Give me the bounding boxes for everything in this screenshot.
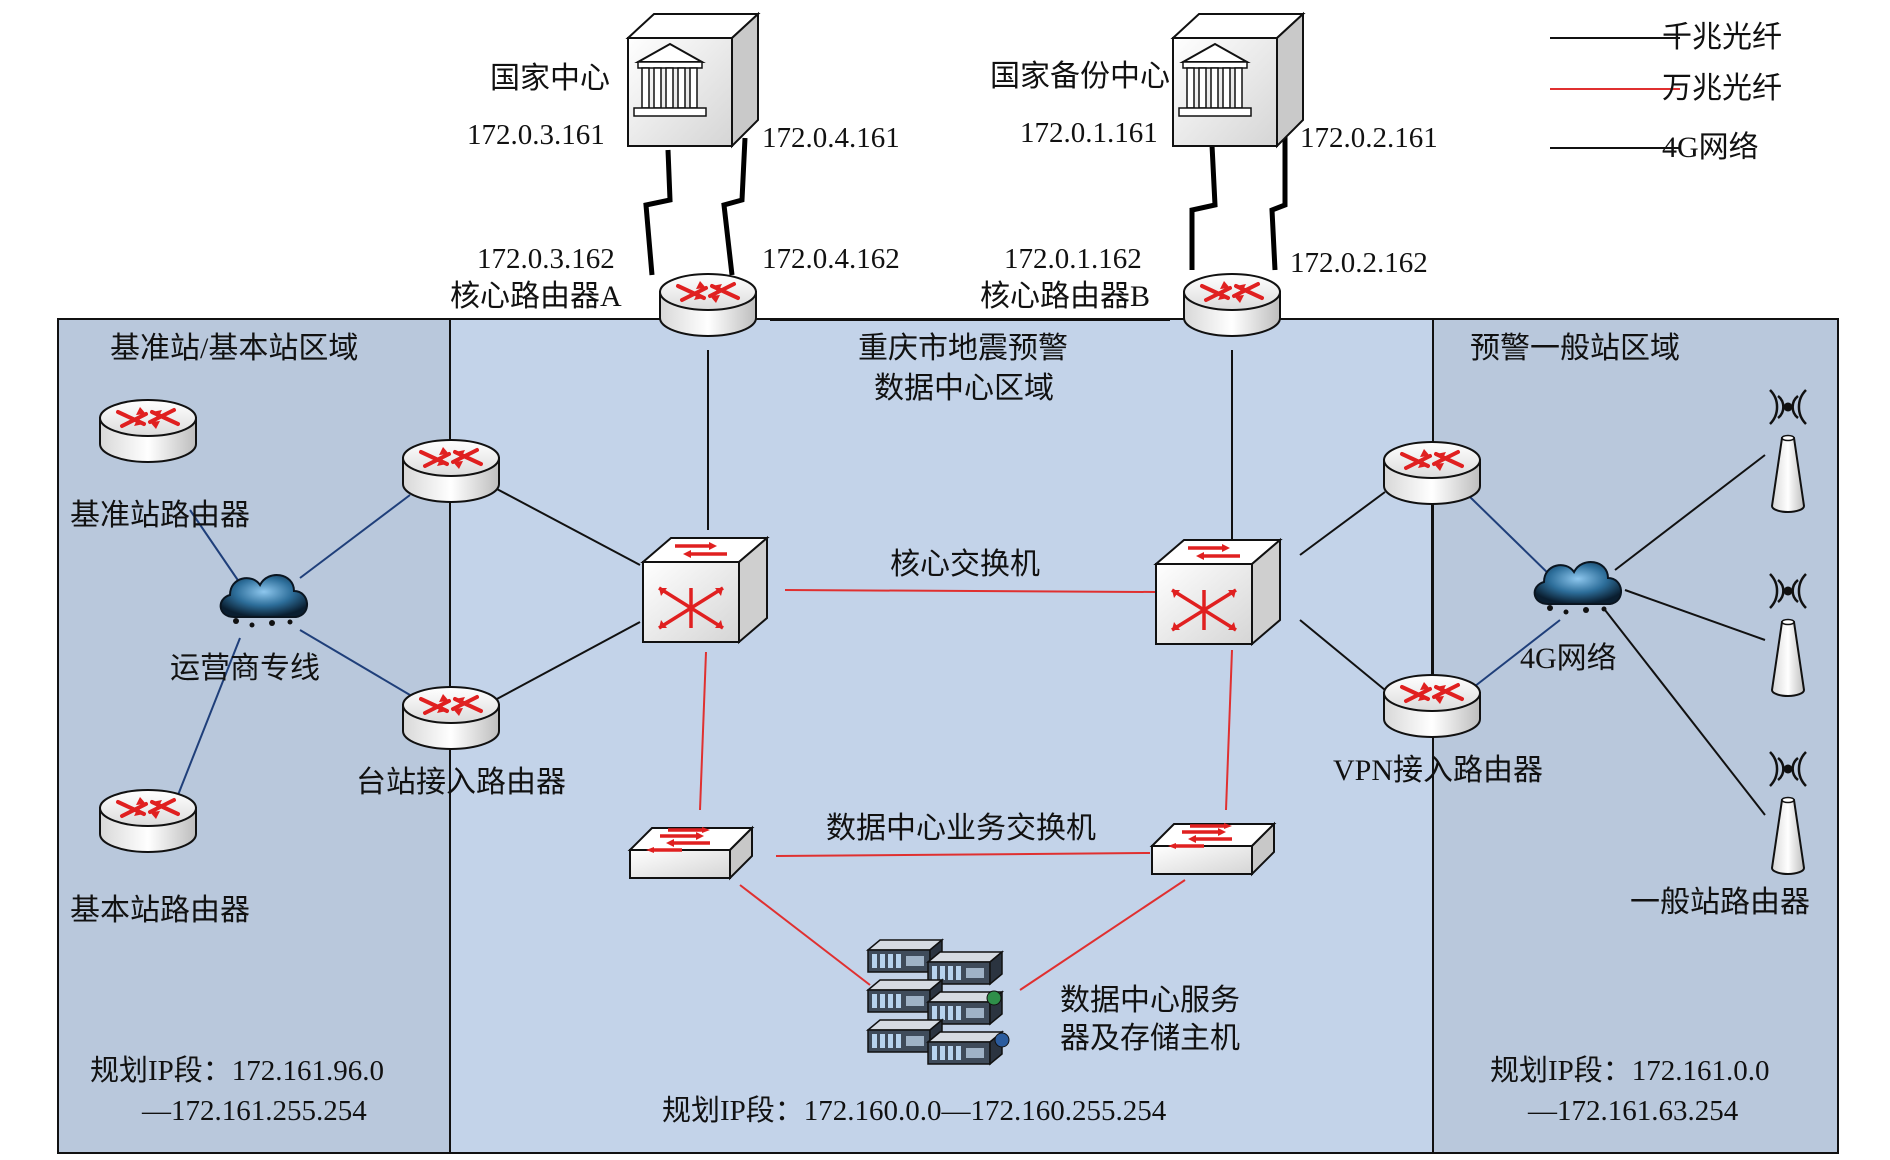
link-basic-cloud (177, 637, 241, 796)
zone-right (1432, 318, 1839, 1154)
link-vpn-top-4g (1469, 496, 1556, 581)
legend: 千兆光纤 万兆光纤 4G网络 (1550, 21, 1782, 164)
gigabit-links (449, 319, 1766, 816)
zone-left-title: 基准站/基本站区域 (110, 332, 358, 365)
zone-right-ip-1: 规划IP段：172.161.0.0 (1490, 1054, 1770, 1087)
basic-router-label: 基本站路由器 (70, 894, 250, 927)
zone-center-ip: 规划IP段：172.160.0.0—172.160.255.254 (662, 1094, 1167, 1127)
legend-label-gigabit: 千兆光纤 (1662, 21, 1782, 54)
router-a-label: 核心路由器A (450, 280, 622, 313)
vpn-router-label: VPN接入路由器 (1333, 754, 1543, 787)
link-cloud-station-bottom (299, 629, 411, 696)
operator-line-label: 运营商专线 (170, 652, 320, 685)
uplink-links (643, 135, 1288, 276)
servers-label-2: 器及存储主机 (1060, 1022, 1240, 1055)
business-switch-right-icon (1150, 821, 1276, 876)
link-station-bottom-core (494, 621, 641, 701)
core-router-a-icon (658, 272, 758, 338)
zone-center-title-1: 重庆市地震预警 (858, 332, 1068, 365)
national-ip-right: 172.0.4.161 (762, 122, 900, 154)
zone-center-title-2: 数据中心区域 (874, 372, 1054, 405)
router-a-ip-left: 172.0.3.162 (477, 243, 615, 275)
core-switch-label: 核心交换机 (890, 548, 1040, 581)
backup-ip-right: 172.0.2.161 (1300, 122, 1438, 154)
link-vpn-bottom-core (1299, 619, 1386, 691)
link-national-a2 (721, 137, 748, 276)
backup-center-server-icon (1172, 13, 1304, 147)
link-4g-tower2 (1624, 589, 1766, 641)
core-switch-right-icon (1154, 538, 1282, 646)
national-ip-left: 172.0.3.161 (467, 119, 605, 151)
link-station-top-core (494, 487, 641, 566)
core-switch-left-icon (641, 536, 769, 644)
station-router-bottom-icon (401, 685, 501, 751)
vpn-router-top-icon (1382, 440, 1482, 506)
router-b-ip-left: 172.0.1.162 (1004, 243, 1142, 275)
business-switch-label: 数据中心业务交换机 (826, 812, 1096, 845)
link-vpn-bottom-4g (1469, 619, 1561, 691)
servers-label-1: 数据中心服务 (1060, 984, 1240, 1017)
backup-ip-left: 172.0.1.161 (1020, 117, 1158, 149)
business-switch-left-icon (628, 825, 754, 880)
link-cloud-station-top (299, 494, 411, 579)
link-core-switches (784, 589, 1156, 593)
link-business-switches (775, 852, 1151, 857)
station-router-top-icon (401, 438, 501, 504)
router-b-label: 核心路由器B (980, 280, 1150, 313)
general-router-label: 一般站路由器 (1630, 886, 1810, 919)
server-storage-icon (867, 939, 1010, 1065)
national-center-label: 国家中心 (490, 62, 610, 95)
link-left-core-business (699, 651, 707, 811)
link-business-right-servers (1019, 879, 1186, 991)
link-backup-b1 (1189, 144, 1218, 270)
ten-gigabit-links (699, 589, 1233, 991)
router-a-ip-right: 172.0.4.162 (762, 243, 900, 275)
national-center-server-icon (627, 13, 759, 147)
link-right-core-business (1225, 649, 1233, 811)
zone-left-ip-2: —172.161.255.254 (141, 1095, 367, 1127)
link-vpn-top-core (1299, 491, 1386, 556)
backup-center-label: 国家备份中心 (990, 60, 1170, 93)
router-b-ip-right: 172.0.2.162 (1290, 247, 1428, 279)
zone-left-ip-1: 规划IP段：172.161.96.0 (90, 1054, 384, 1087)
zone-right-ip-2: —172.161.63.254 (1527, 1095, 1739, 1127)
link-backup-b2 (1269, 135, 1288, 271)
4g-network-label: 4G网络 (1520, 642, 1617, 675)
legend-label-10g: 万兆光纤 (1662, 72, 1782, 105)
reference-router-icon (98, 398, 198, 464)
core-router-b-icon (1182, 272, 1282, 338)
station-access-router-label: 台站接入路由器 (356, 766, 566, 799)
legend-label-4g: 4G网络 (1662, 131, 1759, 164)
link-business-left-servers (739, 884, 871, 986)
reference-router-label: 基准站路由器 (70, 499, 250, 532)
zone-right-title: 预警一般站区域 (1470, 332, 1680, 365)
vpn-router-bottom-icon (1382, 673, 1482, 739)
basic-router-icon (98, 788, 198, 854)
link-4g-tower3 (1604, 609, 1766, 816)
link-4g-tower1 (1614, 454, 1766, 571)
link-national-a1 (643, 149, 673, 276)
